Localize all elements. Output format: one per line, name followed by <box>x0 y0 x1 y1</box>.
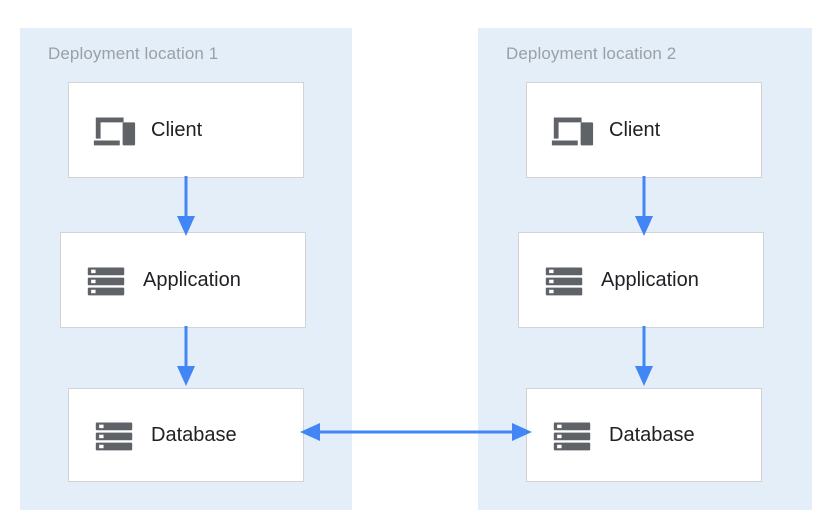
devices-icon <box>551 117 594 146</box>
devices-icon <box>93 117 136 146</box>
zone-1-node-application[interactable]: Application <box>60 232 306 328</box>
zone-1-node-application-label: Application <box>143 269 241 291</box>
zone-2-node-client-label: Client <box>609 119 661 141</box>
server-icon <box>87 267 125 296</box>
zone-2-node-database-label: Database <box>609 424 695 446</box>
connector-database-replication-bidirectional <box>300 423 532 441</box>
server-icon <box>545 267 583 296</box>
zone-1-node-database-label: Database <box>151 424 237 446</box>
zone-2-node-client[interactable]: Client <box>526 82 762 178</box>
connector-zone-1-application-to-database <box>177 326 195 386</box>
connector-zone-2-application-to-database <box>635 326 653 386</box>
database-icon <box>95 422 133 451</box>
zone-1-node-client-label: Client <box>151 119 203 141</box>
zone-2-node-database[interactable]: Database <box>526 388 762 482</box>
zone-2-node-application[interactable]: Application <box>518 232 764 328</box>
connector-zone-1-client-to-application <box>177 176 195 236</box>
zone-1-node-database[interactable]: Database <box>68 388 304 482</box>
zone-1-title: Deployment location 1 <box>48 44 219 63</box>
zone-1-node-client[interactable]: Client <box>68 82 304 178</box>
connector-zone-2-client-to-application <box>635 176 653 236</box>
database-icon <box>553 422 591 451</box>
zone-2-title: Deployment location 2 <box>506 44 677 63</box>
zone-2-node-application-label: Application <box>601 269 699 291</box>
